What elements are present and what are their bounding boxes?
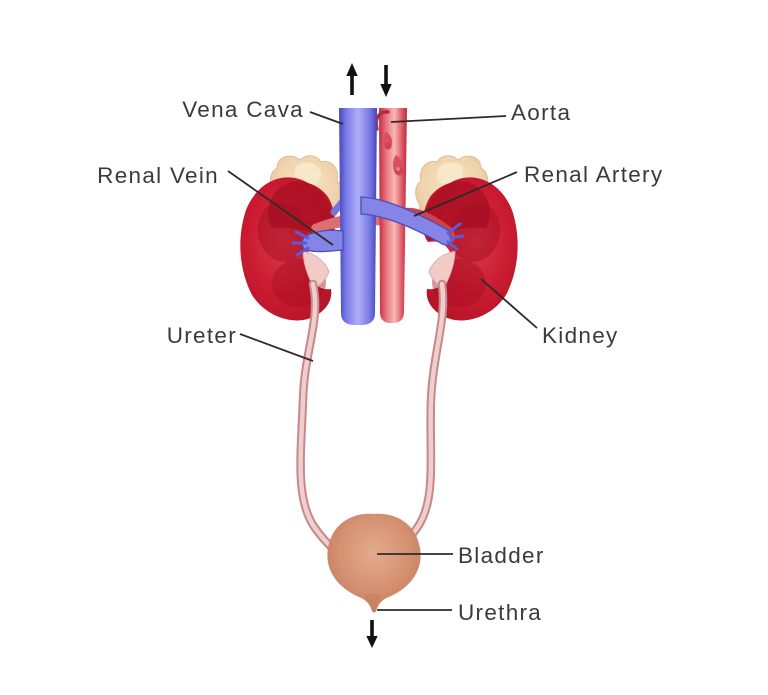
bladder-label: Bladder bbox=[458, 543, 545, 568]
left-renal-vein-vessel bbox=[291, 229, 344, 257]
right-renal-vein-vessel bbox=[360, 196, 465, 251]
urine-flow-arrow bbox=[366, 620, 378, 648]
right-ureter-tube bbox=[393, 279, 448, 556]
aorta-label: Aorta bbox=[511, 100, 571, 125]
urethra-label: Urethra bbox=[458, 600, 542, 625]
blood-flow-down-arrow bbox=[380, 65, 392, 97]
aorta-leader-line bbox=[390, 115, 507, 123]
blood-flow-up-arrow bbox=[346, 63, 358, 95]
vena-cava-label: Vena Cava bbox=[182, 97, 304, 122]
renal-artery-label: Renal Artery bbox=[524, 162, 663, 187]
urethra-opening bbox=[364, 593, 382, 612]
renal-vein-label: Renal Vein bbox=[97, 163, 219, 188]
left-ureter-tube bbox=[296, 279, 340, 556]
right-renal-pelvis bbox=[428, 250, 456, 289]
kidney-leader-line bbox=[480, 278, 538, 329]
kidney-label: Kidney bbox=[542, 323, 619, 348]
left-renal-pelvis bbox=[302, 250, 330, 289]
vena-cava-vessel bbox=[330, 108, 377, 325]
ureter-leader-line bbox=[239, 333, 314, 362]
vena-cava-leader-line bbox=[309, 111, 344, 125]
bladder-shape bbox=[327, 513, 421, 613]
renal-artery-leader-line bbox=[413, 171, 518, 217]
ureter-label: Ureter bbox=[167, 323, 237, 348]
renal-vein-leader-line bbox=[227, 170, 334, 246]
